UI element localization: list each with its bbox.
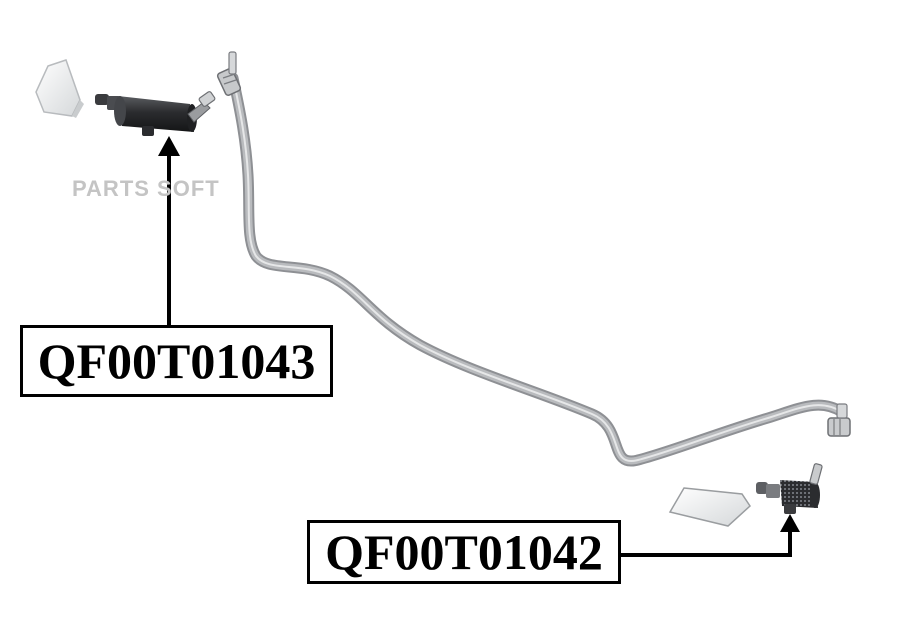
hose-connector-top xyxy=(216,51,242,97)
washer-nozzle-bottom xyxy=(756,463,823,514)
part-number-label-top: QF00T01043 xyxy=(20,325,333,397)
nozzle-cover-cap-top xyxy=(35,59,84,118)
watermark: PARTS SOFT xyxy=(72,176,220,201)
part-number-label-bottom: QF00T01042 xyxy=(307,520,621,584)
washer-hose xyxy=(227,72,848,467)
hose-connector-bottom xyxy=(827,403,851,437)
part-number-text: QF00T01042 xyxy=(325,524,603,580)
part-number-text: QF00T01043 xyxy=(37,333,316,389)
nozzle-cover-cap-bottom xyxy=(668,487,751,527)
washer-nozzle-top xyxy=(95,91,216,136)
callout-arrow-top xyxy=(158,136,180,325)
callout-arrow-bottom xyxy=(621,514,800,557)
